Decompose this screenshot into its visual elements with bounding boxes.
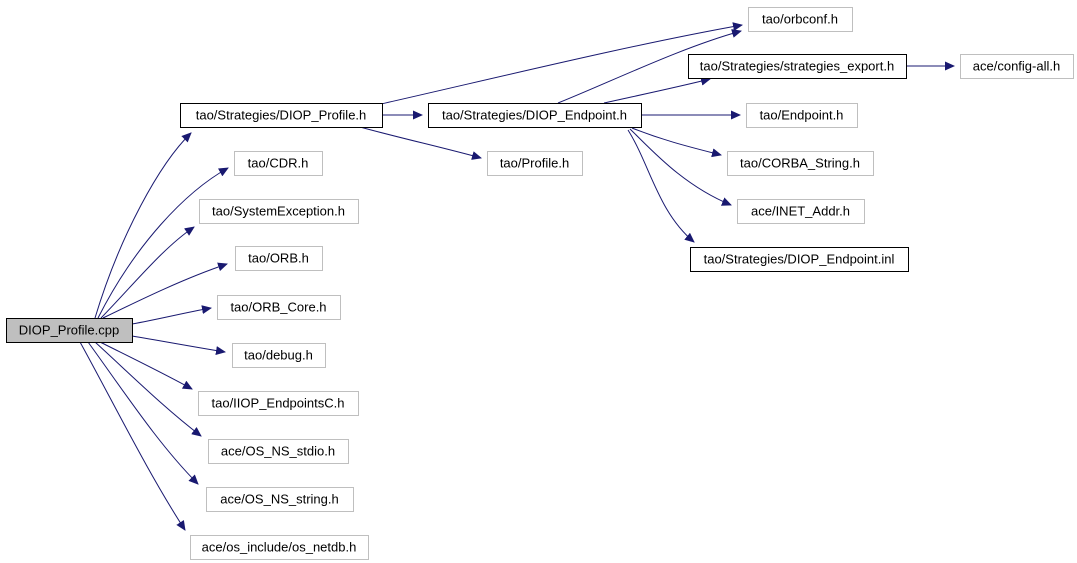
node-tao-debug-h: tao/debug.h <box>232 343 326 368</box>
edge-diop-profile-cpp-to-tao-strategies-diop-profile-h <box>94 132 192 319</box>
edge-diop-profile-cpp-to-tao-iiop-endpointsc-h <box>99 341 193 390</box>
edge-diop-profile-cpp-to-ace-os-ns-string-h <box>87 341 199 485</box>
node-tao-strategies-diop-profile-h[interactable]: tao/Strategies/DIOP_Profile.h <box>180 103 383 128</box>
node-label-tao-endpoint-h: tao/Endpoint.h <box>760 108 844 123</box>
node-label-tao-systemexception-h: tao/SystemException.h <box>212 204 345 219</box>
edge-tao-strategies-diop-endpoint-h-to-tao-orbconf-h <box>557 29 742 104</box>
node-label-tao-strategies-diop-endpoint-h: tao/Strategies/DIOP_Endpoint.h <box>442 108 627 123</box>
node-box-diop-profile-cpp <box>6 318 133 343</box>
node-tao-corba-string-h: tao/CORBA_String.h <box>727 151 874 176</box>
node-box-tao-debug-h <box>232 343 326 368</box>
node-tao-profile-h: tao/Profile.h <box>487 151 583 176</box>
node-box-ace-os-ns-stdio-h <box>208 439 349 464</box>
node-box-tao-endpoint-h <box>746 103 858 128</box>
node-label-tao-cdr-h: tao/CDR.h <box>248 156 309 171</box>
node-box-tao-orb-h <box>235 246 323 271</box>
node-tao-strategies-diop-endpoint-h[interactable]: tao/Strategies/DIOP_Endpoint.h <box>428 103 642 128</box>
edge-diop-profile-cpp-to-ace-os-include-os-netdb-h <box>79 341 186 531</box>
node-ace-config-all-h: ace/config-all.h <box>960 54 1074 79</box>
node-label-ace-inet-addr-h: ace/INET_Addr.h <box>751 204 850 219</box>
node-box-ace-os-ns-string-h <box>206 487 354 512</box>
node-box-ace-os-include-os-netdb-h <box>190 535 369 560</box>
node-ace-os-include-os-netdb-h: ace/os_include/os_netdb.h <box>190 535 369 560</box>
edge-diop-profile-cpp-to-tao-orb-h <box>102 262 228 319</box>
node-label-ace-os-ns-string-h: ace/OS_NS_string.h <box>220 492 339 507</box>
node-tao-systemexception-h: tao/SystemException.h <box>199 199 359 224</box>
edge-diop-profile-cpp-to-tao-debug-h <box>131 335 226 356</box>
node-ace-inet-addr-h: ace/INET_Addr.h <box>737 199 865 224</box>
node-box-tao-iiop-endpointsc-h <box>198 391 359 416</box>
node-tao-orb-h: tao/ORB.h <box>235 246 323 271</box>
edge-tao-strategies-diop-endpoint-h-to-tao-corba-string-h <box>631 127 722 158</box>
node-ace-os-ns-stdio-h: ace/OS_NS_stdio.h <box>208 439 349 464</box>
node-label-tao-corba-string-h: tao/CORBA_String.h <box>740 156 860 171</box>
node-tao-orb-core-h: tao/ORB_Core.h <box>217 295 341 320</box>
node-label-tao-orb-h: tao/ORB.h <box>248 251 309 266</box>
node-label-ace-os-ns-stdio-h: ace/OS_NS_stdio.h <box>221 444 335 459</box>
node-box-tao-orb-core-h <box>217 295 341 320</box>
node-label-tao-strategies-strategies-export-h: tao/Strategies/strategies_export.h <box>700 59 894 74</box>
node-label-tao-profile-h: tao/Profile.h <box>500 156 569 171</box>
node-label-diop-profile-cpp: DIOP_Profile.cpp <box>19 323 119 338</box>
edge-diop-profile-cpp-to-tao-cdr-h <box>97 167 229 319</box>
node-ace-os-ns-string-h: ace/OS_NS_string.h <box>206 487 354 512</box>
node-box-ace-inet-addr-h <box>737 199 865 224</box>
node-tao-strategies-strategies-export-h[interactable]: tao/Strategies/strategies_export.h <box>688 54 907 79</box>
node-box-tao-strategies-diop-endpoint-inl[interactable] <box>690 247 909 272</box>
edge-diop-profile-cpp-to-tao-systemexception-h <box>100 226 195 319</box>
node-box-tao-orbconf-h <box>748 7 853 32</box>
edge-tao-strategies-diop-profile-h-to-tao-orbconf-h <box>380 22 743 105</box>
node-label-ace-os-include-os-netdb-h: ace/os_include/os_netdb.h <box>202 540 357 555</box>
node-label-tao-orbconf-h: tao/orbconf.h <box>762 12 838 27</box>
edge-tao-strategies-diop-profile-h-to-tao-profile-h <box>359 126 482 160</box>
node-label-tao-orb-core-h: tao/ORB_Core.h <box>230 300 326 315</box>
node-tao-orbconf-h: tao/orbconf.h <box>748 7 853 32</box>
node-tao-cdr-h: tao/CDR.h <box>234 151 323 176</box>
edge-diop-profile-cpp-to-ace-os-ns-stdio-h <box>94 341 202 437</box>
node-tao-iiop-endpointsc-h: tao/IIOP_EndpointsC.h <box>198 391 359 416</box>
node-box-tao-cdr-h <box>234 151 323 176</box>
node-tao-endpoint-h: tao/Endpoint.h <box>746 103 858 128</box>
node-box-ace-config-all-h <box>960 54 1074 79</box>
node-diop-profile-cpp: DIOP_Profile.cpp <box>6 318 133 343</box>
node-label-tao-strategies-diop-profile-h: tao/Strategies/DIOP_Profile.h <box>196 108 367 123</box>
node-box-tao-profile-h <box>487 151 583 176</box>
edge-tao-strategies-diop-endpoint-h-to-ace-inet-addr-h <box>629 128 732 206</box>
node-label-tao-strategies-diop-endpoint-inl: tao/Strategies/DIOP_Endpoint.inl <box>704 252 895 267</box>
node-box-tao-strategies-strategies-export-h[interactable] <box>688 54 907 79</box>
edge-tao-strategies-diop-endpoint-h-to-tao-strategies-diop-endpoint-inl <box>627 129 695 243</box>
node-box-tao-strategies-diop-profile-h[interactable] <box>180 103 383 128</box>
node-box-tao-strategies-diop-endpoint-h[interactable] <box>428 103 642 128</box>
node-tao-strategies-diop-endpoint-inl[interactable]: tao/Strategies/DIOP_Endpoint.inl <box>690 247 909 272</box>
node-box-tao-systemexception-h <box>199 199 359 224</box>
edge-tao-strategies-diop-endpoint-h-to-tao-strategies-strategies-export-h <box>603 76 711 104</box>
node-label-ace-config-all-h: ace/config-all.h <box>973 59 1060 74</box>
node-label-tao-debug-h: tao/debug.h <box>244 348 313 363</box>
node-box-tao-corba-string-h <box>727 151 874 176</box>
node-label-tao-iiop-endpointsc-h: tao/IIOP_EndpointsC.h <box>212 396 345 411</box>
edge-diop-profile-cpp-to-tao-orb-core-h <box>131 305 212 325</box>
